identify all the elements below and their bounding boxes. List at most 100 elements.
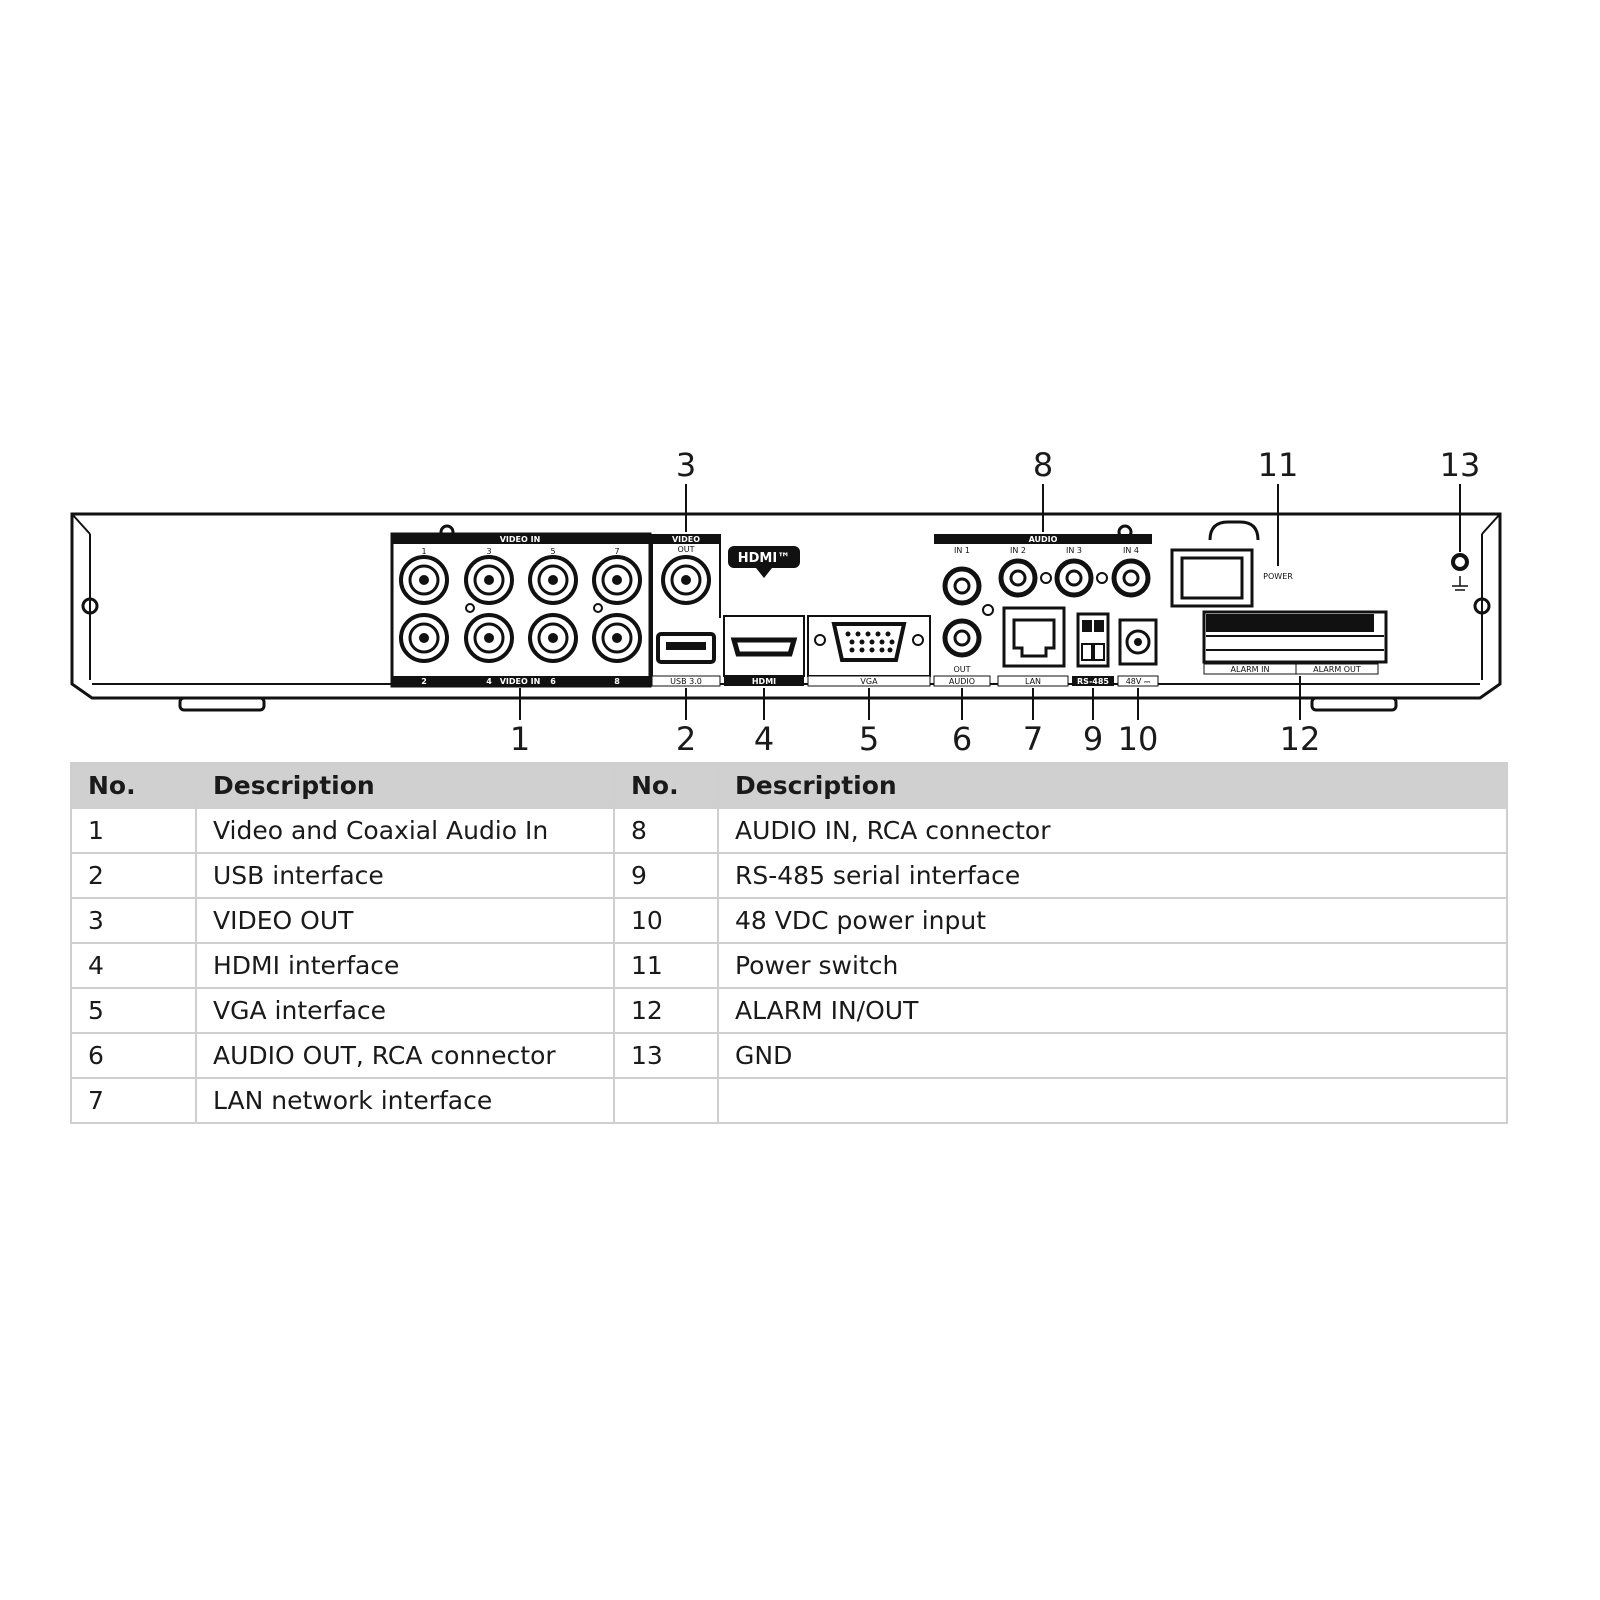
- rs485-port: RS-485: [1072, 612, 1114, 686]
- table-cell: RS-485 serial interface: [717, 852, 1508, 899]
- callout-13: 13: [1440, 446, 1481, 484]
- usb-port: USB 3.0: [651, 632, 721, 687]
- callout-11: 11: [1258, 446, 1299, 484]
- callout-12: 12: [1280, 720, 1321, 758]
- hdmi-port: HDMI™ HDMI: [723, 546, 805, 686]
- table-cell: GND: [717, 1032, 1508, 1079]
- audio-label: AUDIO: [1029, 535, 1058, 544]
- table-cell: 4: [70, 942, 197, 989]
- table-cell: [613, 1077, 719, 1124]
- table-cell: Power switch: [717, 942, 1508, 989]
- bnc-connector-icon: [528, 613, 578, 663]
- table-cell: Video and Coaxial Audio In: [195, 807, 615, 854]
- rca-connector-icon: [942, 618, 982, 658]
- rca-connector-icon: [942, 566, 982, 606]
- video-out-port: VIDEO OUT: [651, 534, 721, 686]
- leader-lines: [519, 484, 1461, 720]
- table-cell: 6: [70, 1032, 197, 1079]
- bnc-connector-icon: [399, 555, 449, 605]
- table-cell: 12: [613, 987, 719, 1034]
- table-cell: 10: [613, 897, 719, 944]
- dc-label: 48V ⎓: [1126, 677, 1151, 686]
- rca-connector-icon: [1054, 558, 1094, 598]
- audio-in-number: IN 1: [954, 546, 970, 555]
- table-row: 3 VIDEO OUT 10 48 VDC power input: [70, 897, 1508, 944]
- vga-label: VGA: [860, 677, 878, 686]
- table-row: 5 VGA interface 12 ALARM IN/OUT: [70, 987, 1508, 1034]
- table-cell: [717, 1077, 1508, 1124]
- callout-4: 4: [754, 720, 774, 758]
- interface-description-table: No. Description No. Description 1 Video …: [70, 762, 1508, 1124]
- hdmi-logo: HDMI™: [738, 551, 790, 566]
- table-row: 6 AUDIO OUT, RCA connector 13 GND: [70, 1032, 1508, 1079]
- table-cell: 11: [613, 942, 719, 989]
- audio-in-block: AUDIO IN 1 IN 2 IN 3 IN 4: [934, 534, 1152, 616]
- alarm-terminal: ALARM IN ALARM OUT: [1202, 610, 1388, 675]
- table-cell: AUDIO OUT, RCA connector: [195, 1032, 615, 1079]
- callout-5: 5: [859, 720, 879, 758]
- table-cell: 1: [70, 807, 197, 854]
- power-switch: POWER: [1170, 520, 1293, 608]
- table-cell: 5: [70, 987, 197, 1034]
- table-cell: 7: [70, 1077, 197, 1124]
- bnc-connector-icon: [592, 555, 642, 605]
- audio-in-number: IN 2: [1010, 546, 1026, 555]
- video-out-sub-label: OUT: [677, 545, 694, 554]
- ground-icon: [1452, 576, 1468, 591]
- dc-power-port: 48V ⎓: [1117, 618, 1159, 687]
- screw-left-icon: [81, 597, 99, 615]
- usb-label: USB 3.0: [670, 677, 702, 686]
- header-description: Description: [195, 762, 615, 809]
- bnc-connector-icon: [464, 613, 514, 663]
- table-row: 7 LAN network interface: [70, 1077, 1508, 1124]
- table-row: 2 USB interface 9 RS-485 serial interfac…: [70, 852, 1508, 899]
- bnc-number: 2: [421, 677, 427, 686]
- rca-connector-icon: [1111, 558, 1151, 598]
- table-cell: 13: [613, 1032, 719, 1079]
- lan-label: LAN: [1025, 677, 1041, 686]
- callout-9: 9: [1083, 720, 1103, 758]
- table-cell: HDMI interface: [195, 942, 615, 989]
- screw-right-icon: [1473, 597, 1491, 615]
- bnc-number: 8: [614, 677, 620, 686]
- alarm-out-label: ALARM OUT: [1313, 665, 1361, 674]
- table-cell: 9: [613, 852, 719, 899]
- callout-2: 2: [676, 720, 696, 758]
- table-row: 1 Video and Coaxial Audio In 8 AUDIO IN,…: [70, 807, 1508, 854]
- video-in-block: VIDEO IN VIDEO IN 1 3 5 7 2 4 6 8: [390, 532, 652, 688]
- audio-out-label: AUDIO: [949, 677, 975, 686]
- callout-7: 7: [1023, 720, 1043, 758]
- header-no: No.: [613, 762, 719, 809]
- callout-10: 10: [1118, 720, 1159, 758]
- foot-left: [178, 696, 266, 712]
- header-description: Description: [717, 762, 1508, 809]
- table-cell: AUDIO IN, RCA connector: [717, 807, 1508, 854]
- table-cell: 3: [70, 897, 197, 944]
- table-cell: VIDEO OUT: [195, 897, 615, 944]
- bnc-connector-icon: [661, 555, 711, 605]
- bnc-connector-icon: [592, 613, 642, 663]
- gnd-terminal: [1451, 553, 1469, 591]
- bnc-connectors: [399, 555, 642, 663]
- bnc-number: 4: [486, 677, 492, 686]
- audio-in-number: IN 4: [1123, 546, 1139, 555]
- callout-8: 8: [1033, 446, 1053, 484]
- bnc-connector-icon: [464, 555, 514, 605]
- table-row: 4 HDMI interface 11 Power switch: [70, 942, 1508, 989]
- bnc-connector-icon: [399, 613, 449, 663]
- header-no: No.: [70, 762, 197, 809]
- callout-3: 3: [676, 446, 696, 484]
- audio-out-sub-label: OUT: [953, 665, 970, 674]
- bnc-number: 5: [550, 547, 555, 556]
- hdmi-label: HDMI: [752, 677, 776, 686]
- table-header-row: No. Description No. Description: [70, 762, 1508, 809]
- callout-6: 6: [952, 720, 972, 758]
- power-label: POWER: [1263, 572, 1293, 581]
- table-cell: LAN network interface: [195, 1077, 615, 1124]
- rs485-label: RS-485: [1077, 677, 1109, 686]
- video-in-top-label: VIDEO IN: [500, 535, 541, 544]
- video-out-label: VIDEO: [672, 535, 700, 544]
- table-cell: ALARM IN/OUT: [717, 987, 1508, 1034]
- lan-port: LAN: [997, 606, 1069, 687]
- foot-right: [1310, 696, 1398, 712]
